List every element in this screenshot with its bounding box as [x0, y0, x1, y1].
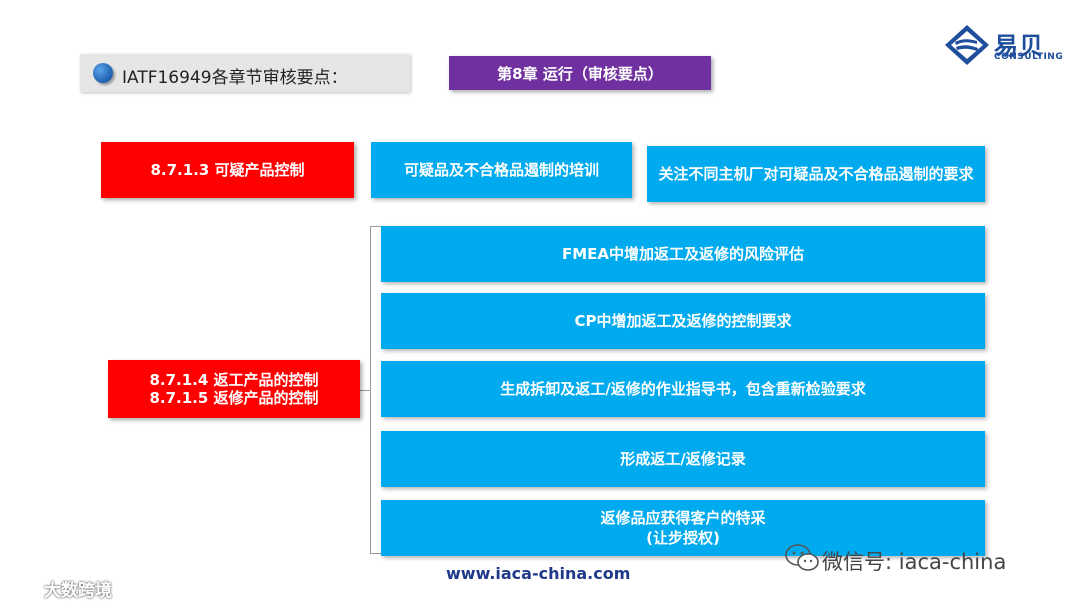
section-header-pill: [80, 54, 410, 92]
cp-control-box: CP中增加返工及返修的控制要求: [381, 293, 985, 349]
bullet-dot-icon: [93, 63, 113, 83]
work-instruction-label: 生成拆卸及返工/返修的作业指导书，包含重新检验要求: [500, 380, 866, 398]
wechat-id-watermark: 微信号: iaca-china: [822, 550, 1007, 574]
suspect-training-label: 可疑品及不合格品遏制的培训: [403, 161, 599, 179]
oem-requirements-box: 关注不同主机厂对可疑品及不合格品遏制的要求: [647, 146, 985, 202]
clause-8713-box: 8.7.1.3 可疑产品控制: [101, 142, 354, 198]
suspect-training-box: 可疑品及不合格品遏制的培训: [371, 142, 632, 198]
bracket-connector: [358, 390, 371, 391]
customer-concession-label: 返修品应获得客户的特采: [600, 509, 766, 527]
website-link[interactable]: www.iaca-china.com: [446, 564, 631, 583]
fmea-risk-label: FMEA中增加返工及返修的风险评估: [561, 245, 805, 263]
rework-record-label: 形成返工/返修记录: [620, 450, 746, 468]
section-title: IATF16949各章节审核要点：: [122, 68, 348, 88]
work-instruction-box: 生成拆卸及返工/返修的作业指导书，包含重新检验要求: [381, 361, 985, 417]
clause-8713-label: 8.7.1.3 可疑产品控制: [150, 161, 305, 179]
customer-concession-box: 返修品应获得客户的特采 (让步授权): [381, 500, 985, 556]
chapter-label: 第8章 运行（审核要点）: [449, 56, 711, 90]
fmea-risk-box: FMEA中增加返工及返修的风险评估: [381, 226, 985, 282]
rework-record-box: 形成返工/返修记录: [381, 431, 985, 487]
wechat-icon: [785, 544, 819, 571]
oem-requirements-label: 关注不同主机厂对可疑品及不合格品遏制的要求: [658, 165, 974, 183]
company-logo-name: 易贝: [994, 32, 1044, 60]
cp-control-label: CP中增加返工及返修的控制要求: [574, 312, 792, 330]
customer-concession-sublabel: (让步授权): [646, 529, 720, 547]
company-logo-icon: [945, 25, 989, 65]
clause-8715-label: 8.7.1.5 返修产品的控制: [149, 389, 319, 407]
company-logo-subtitle: CONSULTING: [994, 52, 1064, 62]
clause-8714-label: 8.7.1.4 返工产品的控制: [149, 371, 319, 389]
weibo-icon: [7, 577, 39, 599]
weibo-watermark: 大数跨境: [44, 581, 112, 601]
clause-8714-8715-box: 8.7.1.4 返工产品的控制 8.7.1.5 返修产品的控制: [108, 360, 360, 418]
